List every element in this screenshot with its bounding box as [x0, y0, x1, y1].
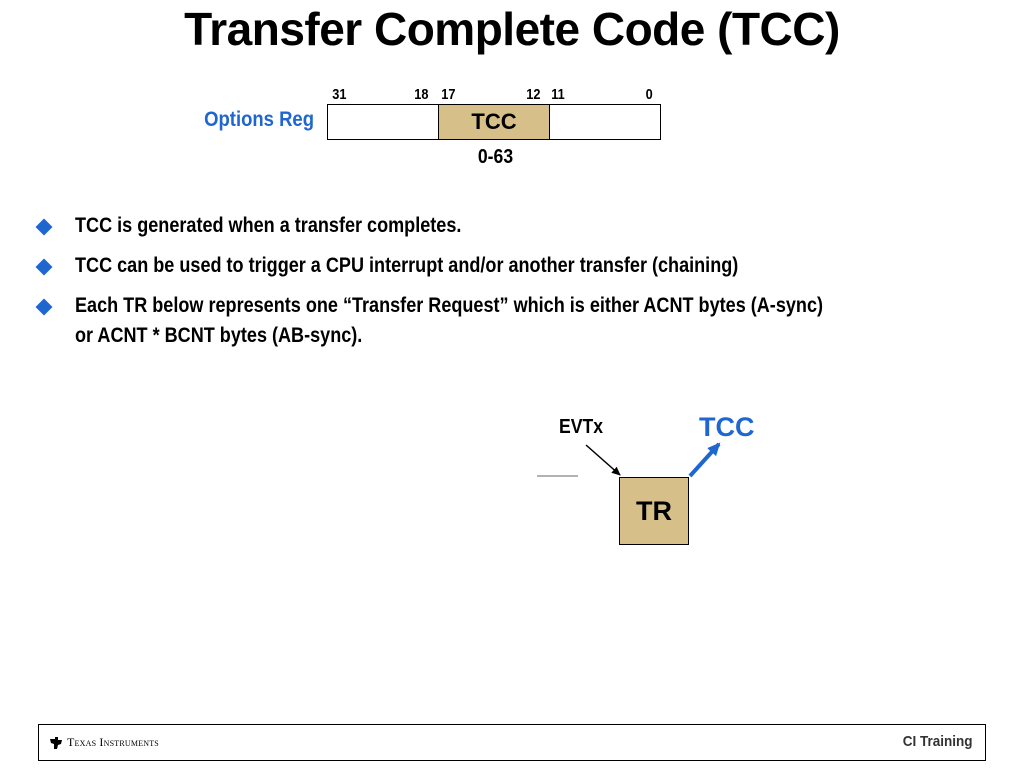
ci-training-label: CI Training [903, 733, 973, 750]
bit-number-31: 31 [332, 86, 347, 103]
event-label: EVTx [559, 416, 604, 438]
bullet-text-2: TCC can be used to trigger a CPU interru… [75, 254, 739, 277]
bullet-text-3-line-1: Each TR below represents one “Transfer R… [75, 294, 824, 317]
bit-number-12: 12 [526, 86, 541, 103]
tcc-output-label: TCC [699, 412, 755, 442]
tcc-range-label: 0-63 [477, 146, 514, 168]
bullet-text-3-line-2: or ACNT * BCNT bytes (AB-sync). [75, 324, 363, 347]
options-register: TCC [327, 104, 661, 140]
bit-number-18: 18 [414, 86, 429, 103]
bit-number-0: 0 [645, 86, 653, 103]
bit-number-17: 17 [441, 86, 456, 103]
options-reg-label: Options Reg [204, 108, 314, 131]
register-field-tcc: TCC [439, 105, 550, 139]
ti-logo-icon [50, 737, 62, 749]
register-field-upper [328, 105, 439, 139]
tcc-arrow [688, 442, 721, 478]
footer-bar: Texas Instruments CI Training [38, 724, 986, 761]
transfer-request-box: TR [619, 477, 689, 545]
company-name: Texas Instruments [67, 735, 159, 749]
slide-title: Transfer Complete Code (TCC) [184, 3, 840, 55]
bullet-text-1: TCC is generated when a transfer complet… [75, 214, 462, 237]
event-arrow [585, 444, 621, 476]
bit-number-11: 11 [551, 86, 565, 103]
